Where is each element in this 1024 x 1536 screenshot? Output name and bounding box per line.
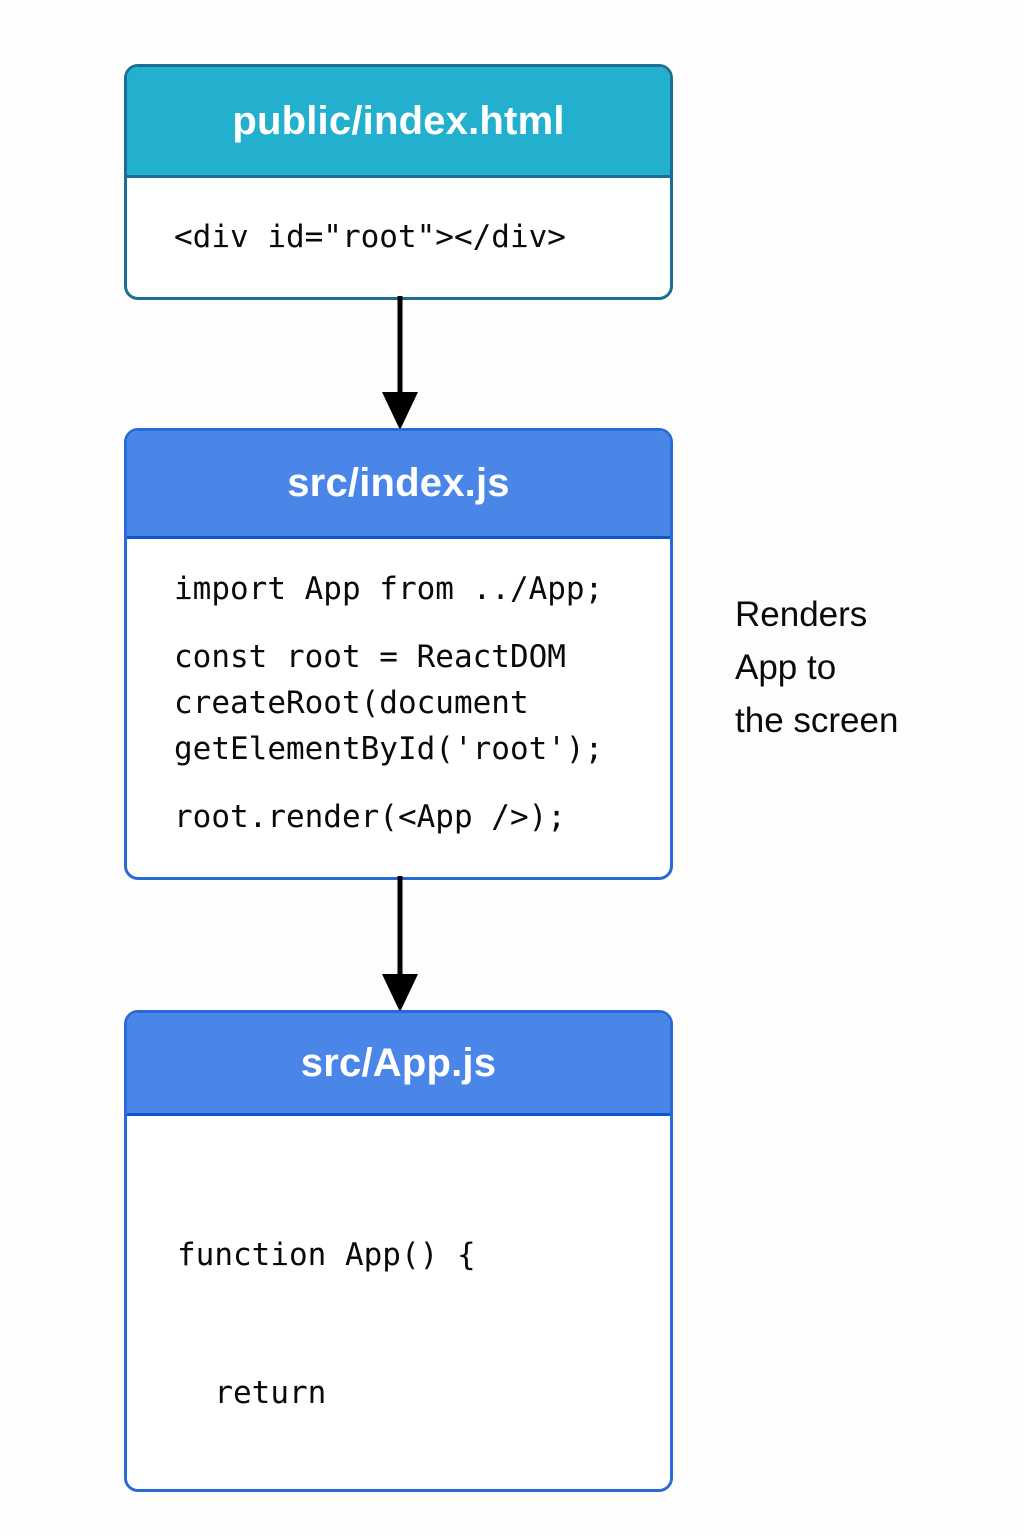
node-public-index-html-code: <div id="root"></div> <box>127 178 670 256</box>
code-line: <div id="root"></div> <box>174 219 566 255</box>
node-src-index-js[interactable]: src/index.js import App from ../App; con… <box>124 428 673 880</box>
node-public-index-html-title: public/index.html <box>127 67 670 178</box>
arrow-index-js-to-app-js <box>382 876 418 1012</box>
node-src-app-js[interactable]: src/App.js function App() { return <div … <box>124 1010 673 1492</box>
node-src-app-js-code: function App() { return <div className='… <box>127 1116 670 1489</box>
code-line: function App() { <box>177 1237 476 1273</box>
code-line: root.render(<App />); <box>174 799 566 835</box>
code-line: getElementById('root'); <box>174 731 604 767</box>
annotation-renders-app: Renders App to the screen <box>735 588 975 747</box>
annotation-line: Renders <box>735 595 868 634</box>
code-line: const root = ReactDOM <box>174 639 566 675</box>
code-line: import App from ../App; <box>174 571 604 607</box>
code-line: createRoot(document <box>174 685 529 721</box>
annotation-line: the screen <box>735 701 899 740</box>
code-line: return <box>177 1375 327 1411</box>
node-public-index-html[interactable]: public/index.html <div id="root"></div> <box>124 64 673 300</box>
arrow-index-html-to-index-js <box>382 296 418 430</box>
node-src-index-js-title: src/index.js <box>127 431 670 539</box>
annotation-line: App to <box>735 648 837 687</box>
node-src-app-js-title: src/App.js <box>127 1013 670 1116</box>
node-src-index-js-code: import App from ../App; const root = Rea… <box>127 539 670 840</box>
